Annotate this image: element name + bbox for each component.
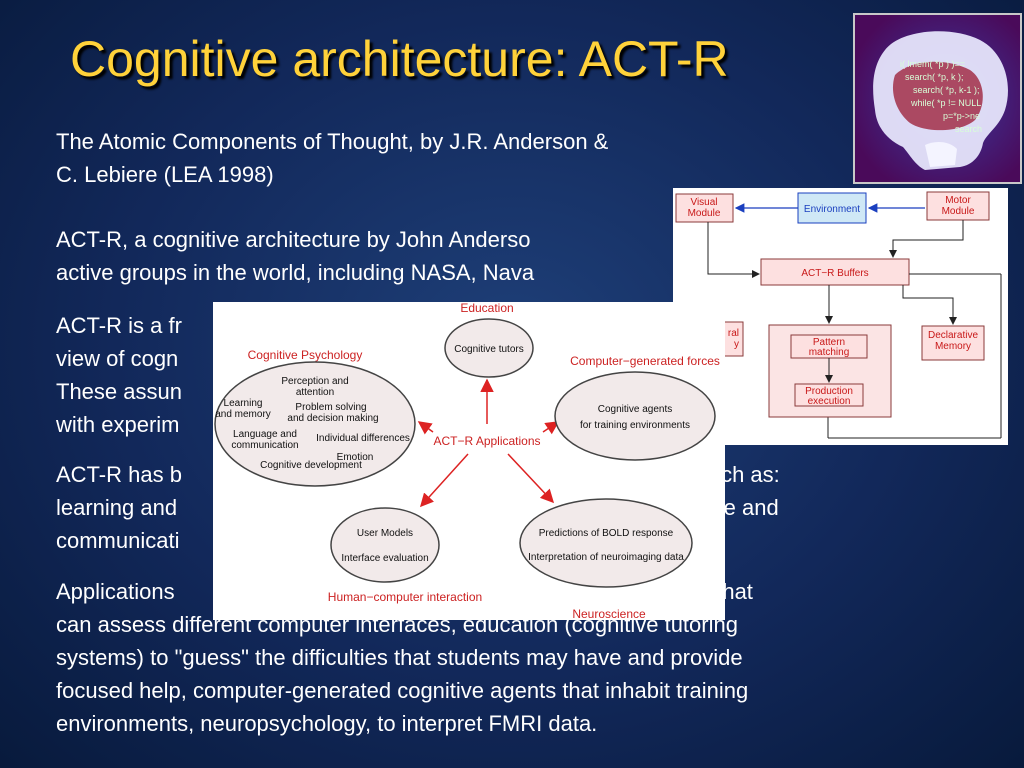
code-line: search( *p, k ); bbox=[905, 72, 964, 82]
hci-ellipse bbox=[330, 507, 440, 583]
head-code-image: i( lmem( *p ) )== search( *p, k ); searc… bbox=[853, 13, 1022, 184]
text-line: focused help, computer-generated cogniti… bbox=[56, 678, 749, 703]
production-execution-label: execution bbox=[808, 396, 851, 407]
declarative-memory-label: Declarative bbox=[928, 330, 978, 341]
motor-module-box bbox=[926, 191, 990, 221]
pattern-matching-label: matching bbox=[809, 347, 850, 358]
neuroscience-heading: Neuroscience bbox=[572, 607, 646, 620]
cogpsych-item: and decision making bbox=[287, 413, 378, 424]
code-line: i( lmem( *p ) )== bbox=[900, 59, 965, 69]
hci-heading: Human−computer interaction bbox=[328, 590, 482, 604]
neuroscience-item: Interpretation of neuroimaging data bbox=[528, 552, 684, 563]
cogpsych-ellipse bbox=[214, 361, 416, 487]
cogpsych-item: Language and bbox=[233, 429, 297, 440]
text-line: with experim bbox=[56, 412, 180, 437]
text-line: ACT-R, a cognitive architecture by John … bbox=[56, 227, 531, 252]
production-execution-box bbox=[794, 383, 864, 407]
cogpsych-heading: Cognitive Psychology bbox=[248, 348, 363, 362]
cogpsych-item: attention bbox=[296, 387, 334, 398]
text-line: active groups in the world, including NA… bbox=[56, 260, 535, 285]
code-line: p=*p->ne bbox=[943, 111, 980, 121]
slide-title: Cognitive architecture: ACT-R bbox=[70, 31, 729, 87]
intentional-module-label: y bbox=[734, 339, 739, 350]
intentional-module-label: ral bbox=[728, 328, 739, 339]
pattern-matching-label: Pattern bbox=[813, 337, 845, 348]
education-ellipse bbox=[444, 318, 534, 378]
forces-item: for training environments bbox=[580, 420, 690, 431]
forces-ellipse bbox=[554, 371, 716, 461]
neuroscience-item: Predictions of BOLD response bbox=[539, 528, 674, 539]
text-line: C. Lebiere (LEA 1998) bbox=[56, 162, 274, 187]
reference-paragraph: The Atomic Components of Thought, by J.R… bbox=[56, 125, 608, 191]
skull-illustration: i( lmem( *p ) )== search( *p, k ); searc… bbox=[855, 15, 1020, 182]
code-line: while( *p != NULL bbox=[910, 98, 981, 108]
visual-module-label: Visual bbox=[690, 197, 717, 208]
hci-item: User Models bbox=[357, 528, 413, 539]
intro-paragraph: ACT-R, a cognitive architecture by John … bbox=[56, 223, 534, 289]
applications-diagram: ACT−R Applications Education Cognitive t… bbox=[213, 301, 725, 621]
center-label: ACT−R Applications bbox=[433, 434, 540, 448]
education-heading: Education bbox=[460, 302, 513, 315]
visual-module-label: Module bbox=[688, 208, 721, 219]
production-execution-label: Production bbox=[805, 386, 853, 397]
text-line: ACT-R is a fr bbox=[56, 313, 182, 338]
text-line: systems) to "guess" the difficulties tha… bbox=[56, 645, 743, 670]
motor-module-label: Module bbox=[942, 206, 975, 217]
buffers-box bbox=[760, 258, 910, 286]
environment-box bbox=[797, 192, 867, 224]
cogpsych-item: Learning bbox=[224, 398, 263, 409]
motor-module-label: Motor bbox=[945, 195, 971, 206]
framework-paragraph: ACT-R is a fr view of cogn These assun w… bbox=[56, 309, 182, 441]
environment-label: Environment bbox=[804, 204, 860, 215]
hci-item: Interface evaluation bbox=[341, 553, 428, 564]
cogpsych-item: Cognitive development bbox=[260, 460, 362, 471]
declarative-memory-box bbox=[921, 325, 985, 361]
neuroscience-ellipse bbox=[519, 498, 693, 588]
forces-item: Cognitive agents bbox=[598, 404, 673, 415]
cogpsych-item: Problem solving bbox=[295, 402, 366, 413]
code-line: search( *p, k-1 ); bbox=[913, 85, 980, 95]
text-line: view of cogn bbox=[56, 346, 179, 371]
visual-module-box bbox=[675, 193, 734, 223]
buffers-label: ACT−R Buffers bbox=[801, 268, 868, 279]
education-item: Cognitive tutors bbox=[454, 344, 523, 355]
forces-heading: Computer−generated forces bbox=[570, 354, 720, 368]
text-line: environments, neuropsychology, to interp… bbox=[56, 711, 598, 736]
cogpsych-item: Perception and bbox=[281, 376, 348, 387]
cogpsych-item: and memory bbox=[215, 409, 271, 420]
cogpsych-item: communication bbox=[231, 440, 298, 451]
cogpsych-item: Emotion bbox=[337, 452, 374, 463]
text-line: These assun bbox=[56, 379, 182, 404]
text-line: The Atomic Components of Thought, by J.R… bbox=[56, 129, 609, 154]
code-line: search bbox=[955, 124, 982, 134]
declarative-memory-label: Memory bbox=[935, 341, 971, 352]
cogpsych-item: Individual differences bbox=[316, 433, 410, 444]
applications-paragraph: Applications e user models that can asse… bbox=[56, 575, 753, 740]
